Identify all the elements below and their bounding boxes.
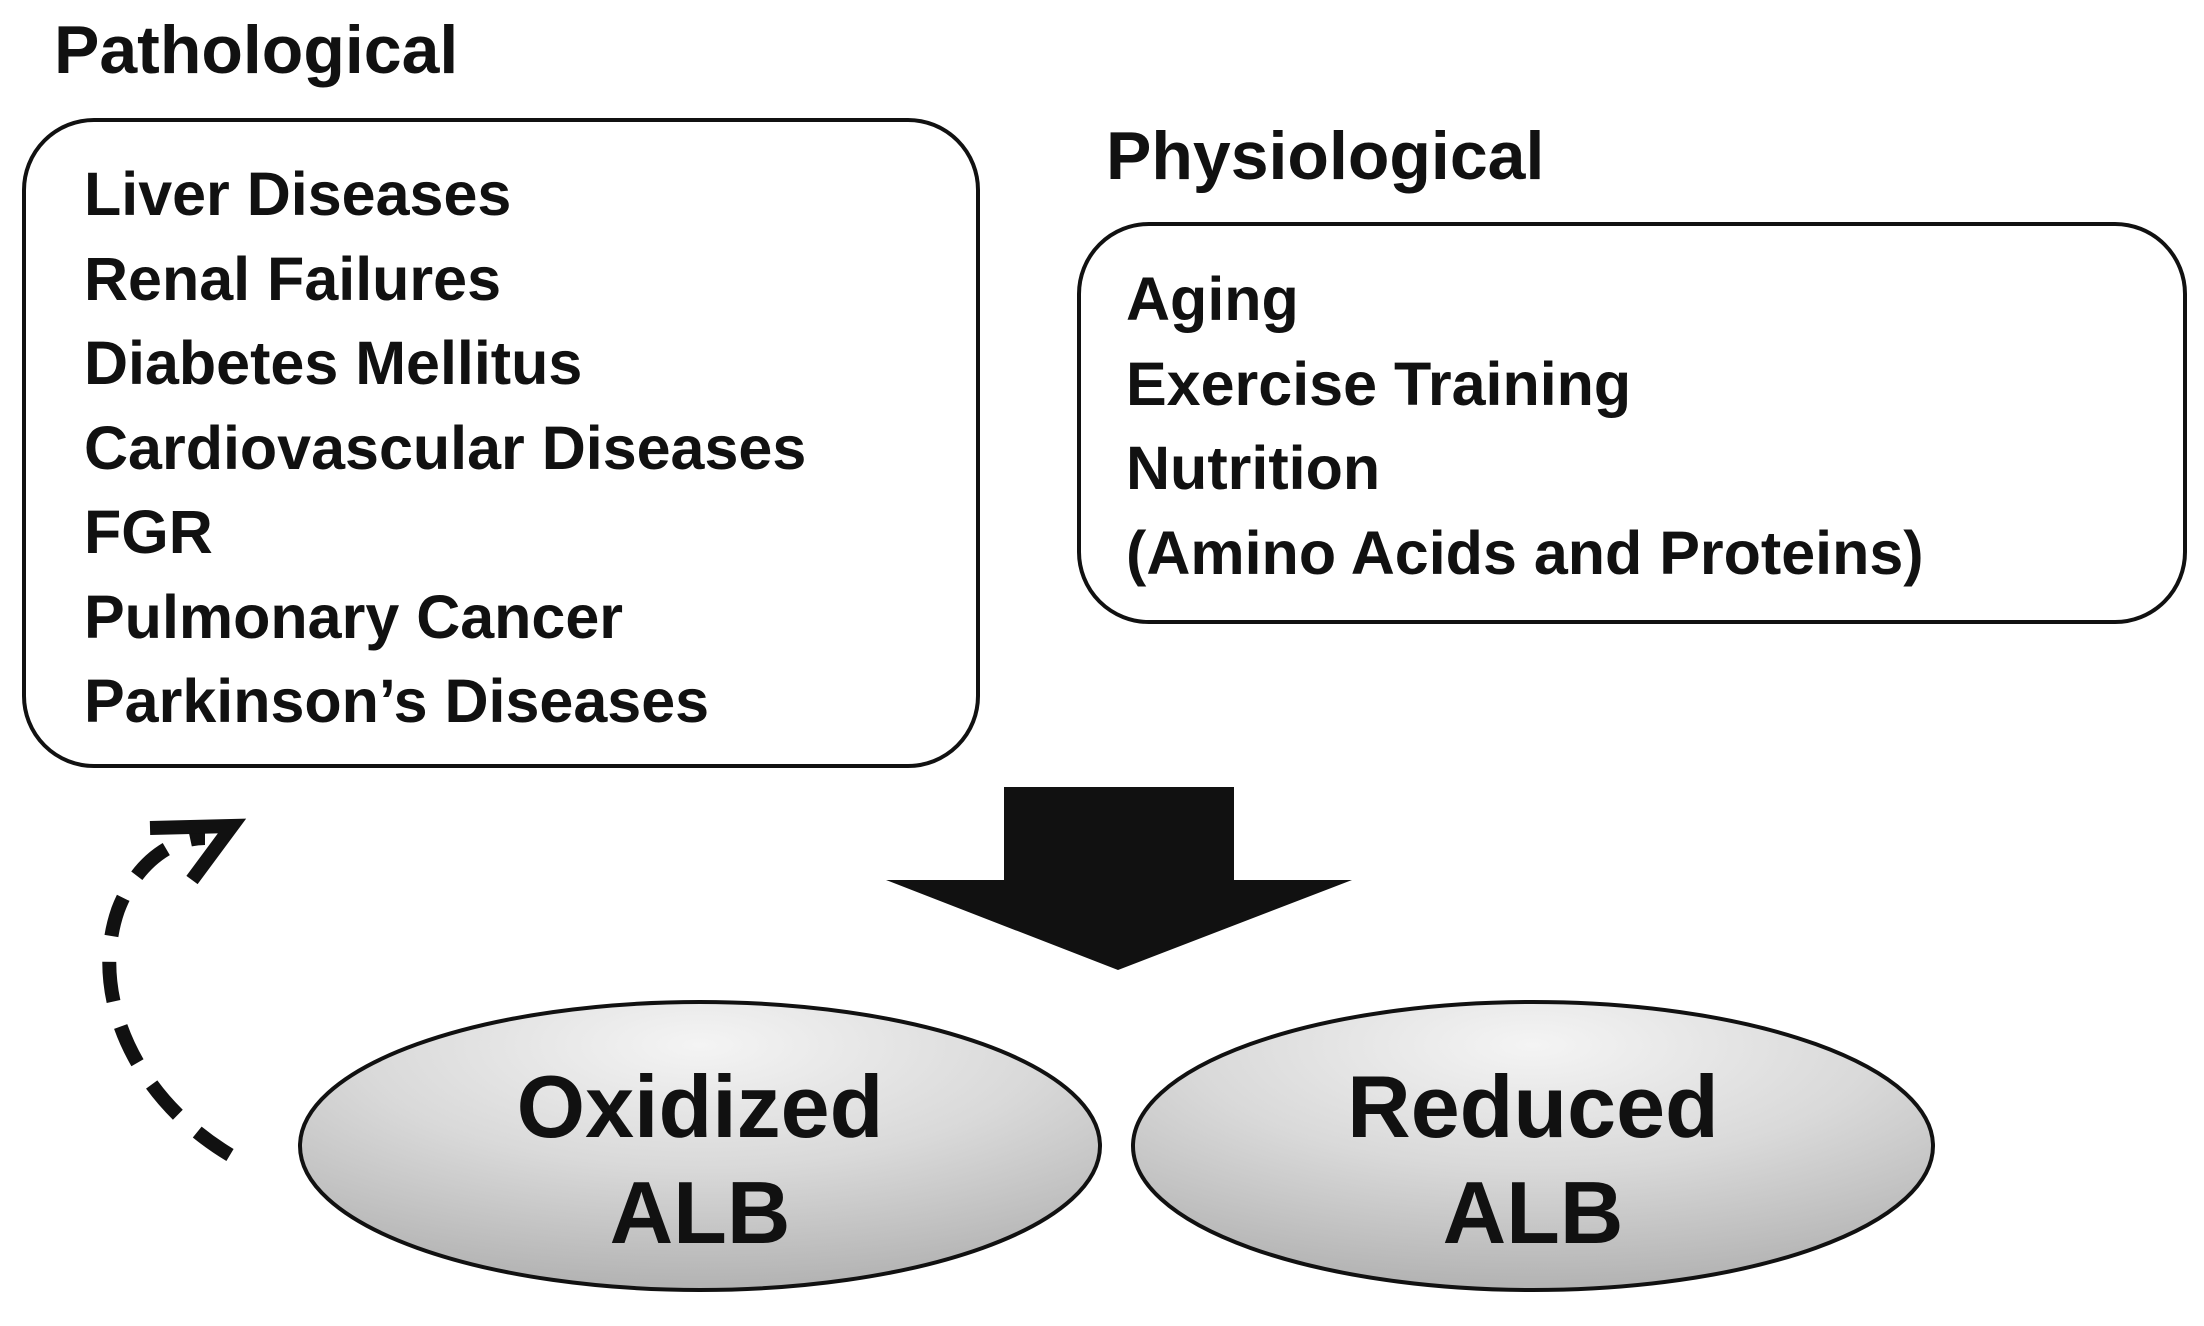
physiological-item: (Amino Acids and Proteins) [1126, 518, 1924, 587]
pathological-item: Diabetes Mellitus [84, 329, 583, 397]
oxidized-line-1: Oxidized [516, 1057, 884, 1156]
reduced-ellipse [1131, 1000, 1935, 1292]
physiological-item: Exercise Training [1126, 349, 1632, 418]
reduced-alb-label: Reduced ALB [1133, 1054, 1933, 1266]
pathological-item: FGR [84, 498, 213, 566]
pathological-item: Renal Failures [84, 244, 501, 313]
pathological-item: Cardiovascular Diseases [84, 413, 807, 482]
physiological-item: Nutrition [1126, 434, 1381, 502]
pathological-item: Pulmonary Cancer [84, 582, 624, 651]
physiological-box [1077, 222, 2187, 624]
physiological-item: Aging [1126, 265, 1299, 333]
physiological-heading: Physiological [1106, 118, 1545, 194]
pathological-heading: Pathological [54, 12, 459, 88]
pathological-item: Liver Diseases [84, 160, 512, 228]
pathological-box [22, 118, 980, 768]
dashed-curved-arrow-icon [102, 818, 247, 1162]
oxidized-ellipse [298, 1000, 1102, 1292]
oxidized-alb-label: Oxidized ALB [300, 1054, 1100, 1266]
down-arrow-icon [886, 787, 1352, 970]
reduced-line-1: Reduced [1347, 1057, 1719, 1156]
oxidized-line-2: ALB [609, 1163, 791, 1262]
reduced-line-2: ALB [1442, 1163, 1624, 1262]
pathological-item: Parkinson’s Diseases [84, 667, 710, 735]
pathological-list: Liver Diseases Renal Failures Diabetes M… [84, 152, 806, 744]
physiological-list: Aging Exercise Training Nutrition (Amino… [1126, 257, 1924, 595]
